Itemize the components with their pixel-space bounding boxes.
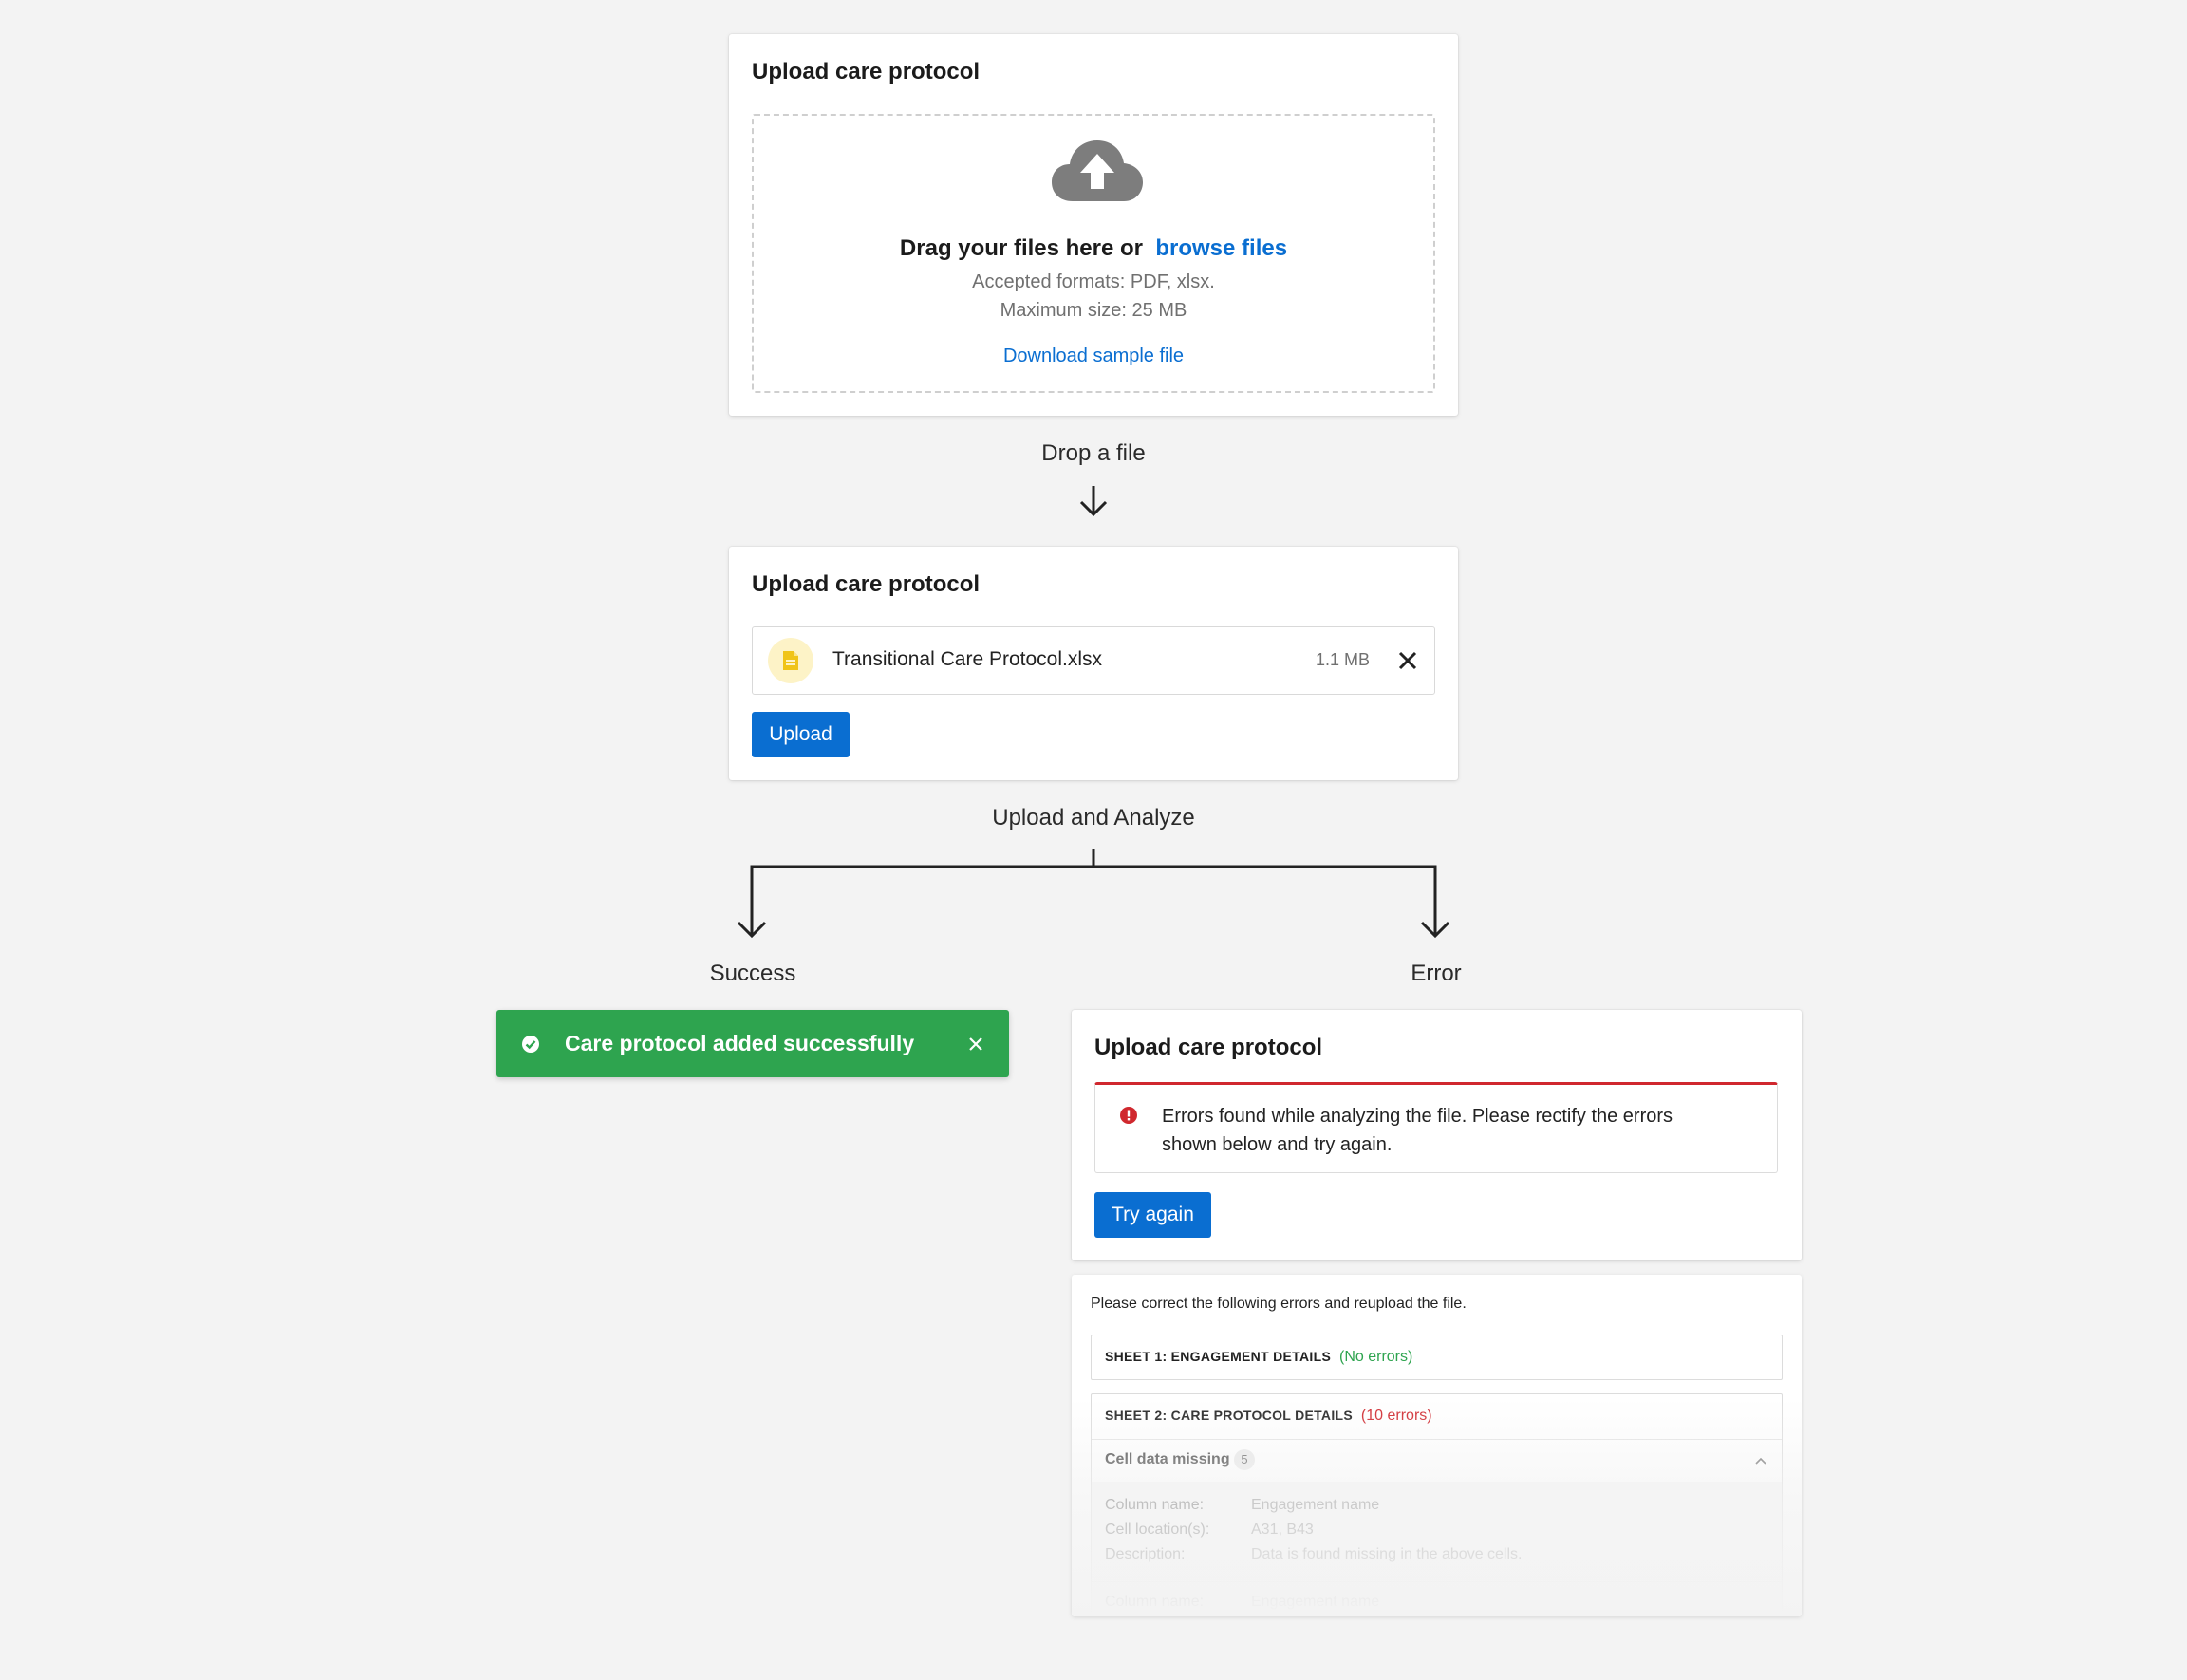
cell-location-label: Cell location(s):	[1105, 1521, 1210, 1538]
error-banner: Errors found while analyzing the file. P…	[1094, 1082, 1778, 1173]
download-sample-link-row: Download sample file	[754, 345, 1433, 367]
drag-text: Drag your files here or	[899, 235, 1143, 261]
upload-button[interactable]: Upload	[752, 712, 850, 757]
error-message-line1: Errors found while analyzing the file. P…	[1162, 1106, 1673, 1127]
sheet2-header[interactable]: SHEET 2: CARE PROTOCOL DETAILS (10 error…	[1092, 1394, 1782, 1440]
cloud-upload-icon	[1052, 140, 1143, 201]
error-group-label: Cell data missing	[1105, 1451, 1230, 1467]
column-name-value: Engagement name	[1251, 1594, 1380, 1610]
error-message: Errors found while analyzing the file. P…	[1162, 1102, 1673, 1159]
sheet1-header: SHEET 1: ENGAGEMENT DETAILS (No errors)	[1105, 1349, 1412, 1366]
branch-connector	[737, 849, 1450, 939]
download-sample-link[interactable]: Download sample file	[1002, 345, 1185, 366]
success-toast: Care protocol added successfully	[496, 1010, 1009, 1077]
max-size: Maximum size: 25 MB	[1000, 300, 1187, 321]
flow-label-drop: Drop a file	[1041, 440, 1146, 466]
error-details-intro: Please correct the following errors and …	[1091, 1296, 1467, 1312]
error-circle-icon	[1120, 1107, 1137, 1124]
check-circle-icon	[522, 1036, 539, 1053]
description-value: Data is found missing in the above cells…	[1251, 1546, 1523, 1562]
file-name: Transitional Care Protocol.xlsx	[832, 648, 1102, 670]
column-name-value: Engagement name	[1251, 1497, 1380, 1513]
toast-message: Care protocol added successfully	[565, 1031, 915, 1055]
error-entry-fields: Column name: Engagement name Cell locati…	[1105, 1497, 1769, 1573]
error-count-badge: 5	[1234, 1449, 1255, 1470]
error-message-line2: shown below and try again.	[1162, 1134, 1393, 1155]
try-again-button[interactable]: Try again	[1094, 1192, 1211, 1238]
upload-card-initial: Upload care protocol Drag your files her…	[729, 34, 1458, 416]
error-entry-2-fields: Column name: Engagement name	[1105, 1594, 1769, 1616]
cell-location-value: A31, B43	[1251, 1521, 1314, 1538]
card-title: Upload care protocol	[752, 571, 981, 597]
browse-files-link[interactable]: browse files	[1155, 235, 1288, 261]
document-icon	[768, 638, 813, 683]
error-group-header[interactable]: Cell data missing 5	[1092, 1439, 1782, 1483]
sheet1-status: (No errors)	[1338, 1349, 1413, 1365]
error-details-card: Please correct the following errors and …	[1072, 1275, 1802, 1616]
flow-label-error: Error	[1411, 961, 1462, 986]
toast-close-icon[interactable]	[968, 1036, 983, 1052]
sheet2-panel: SHEET 2: CARE PROTOCOL DETAILS (10 error…	[1091, 1393, 1783, 1616]
chevron-up-icon[interactable]	[1754, 1456, 1767, 1465]
sheet1-row[interactable]: SHEET 1: ENGAGEMENT DETAILS (No errors)	[1091, 1335, 1783, 1380]
file-dropzone[interactable]: Drag your files here or browse files Acc…	[752, 114, 1435, 393]
card-title: Upload care protocol	[1094, 1035, 1323, 1060]
column-name-label: Column name:	[1105, 1497, 1205, 1513]
upload-card-error: Upload care protocol Errors found while …	[1072, 1010, 1802, 1260]
card-title: Upload care protocol	[752, 59, 981, 84]
sheet2-title: SHEET 2: CARE PROTOCOL DETAILS	[1105, 1408, 1354, 1423]
error-entry-2: Column name: Engagement name	[1092, 1582, 1782, 1616]
sheet2-status: (10 errors)	[1360, 1408, 1432, 1424]
upload-card-selected: Upload care protocol Transitional Care P…	[729, 547, 1458, 780]
selected-file-row: Transitional Care Protocol.xlsx 1.1 MB	[752, 626, 1435, 695]
flow-label-success: Success	[709, 961, 796, 986]
flow-label-analyze: Upload and Analyze	[992, 805, 1195, 831]
accepted-formats: Accepted formats: PDF, xlsx.	[972, 271, 1215, 292]
sheet1-title: SHEET 1: ENGAGEMENT DETAILS	[1105, 1349, 1332, 1364]
sheet2-header-text: SHEET 2: CARE PROTOCOL DETAILS (10 error…	[1105, 1408, 1432, 1425]
description-label: Description:	[1105, 1546, 1186, 1562]
error-entry: Column name: Engagement name Cell locati…	[1092, 1482, 1782, 1582]
column-name-label: Column name:	[1105, 1594, 1205, 1610]
remove-file-close-icon[interactable]	[1397, 650, 1418, 671]
drag-instructions: Drag your files here or browse files	[754, 235, 1433, 262]
file-size: 1.1 MB	[1315, 650, 1370, 669]
arrow-down-icon	[1079, 486, 1108, 517]
